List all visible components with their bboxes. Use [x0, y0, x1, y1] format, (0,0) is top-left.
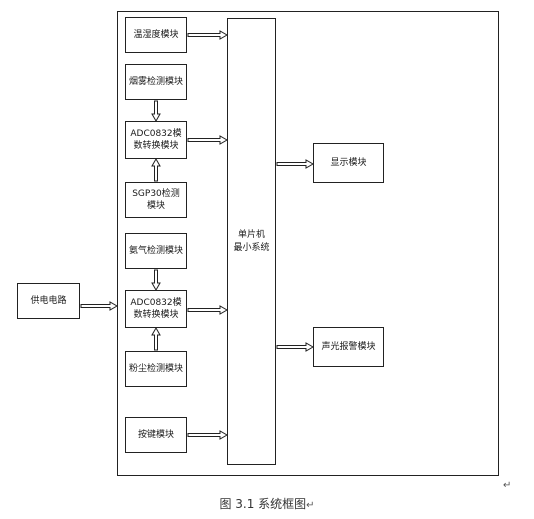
mcu-label: 单片机 最小系统	[233, 229, 270, 253]
keys-module: 按键模块	[125, 417, 187, 453]
dust-detect-label: 粉尘检测模块	[128, 364, 183, 374]
arrow-dust-to-adc2	[151, 326, 161, 351]
arrow-adc2-to-mcu	[187, 305, 229, 315]
dust-detect-module: 粉尘检测模块	[125, 351, 187, 387]
sgp30-label: SGP30检测模块	[132, 189, 180, 211]
system-frame	[117, 11, 499, 476]
sgp30-module: SGP30检测模块	[125, 182, 187, 218]
adc-module-2: ADC0832模数转换模块	[125, 290, 187, 328]
return-mark-1: ↵	[503, 480, 512, 491]
arrow-ammonia-to-adc2	[151, 269, 161, 292]
arrow-smoke-to-adc1	[151, 100, 161, 123]
arrow-mcu-to-alarm	[276, 342, 315, 352]
display-module: 显示模块	[313, 143, 384, 183]
return-mark-2: ↵	[306, 500, 315, 511]
figure-caption-text: 图 3.1 系统框图	[219, 497, 307, 511]
ammonia-detect-module: 氨气检测模块	[125, 233, 187, 269]
keys-label: 按键模块	[137, 430, 174, 440]
smoke-detect-module: 烟雾检测模块	[125, 64, 187, 100]
mcu-minimum-system: 单片机 最小系统	[227, 18, 276, 465]
alarm-module: 声光报警模块	[313, 327, 384, 367]
power-supply-label: 供电电路	[30, 296, 67, 306]
ammonia-detect-label: 氨气检测模块	[128, 246, 183, 256]
alarm-label: 声光报警模块	[321, 342, 376, 352]
smoke-detect-label: 烟雾检测模块	[128, 77, 183, 87]
figure-caption: 图 3.1 系统框图↵	[0, 495, 534, 512]
display-label: 显示模块	[330, 158, 367, 168]
arrow-mcu-to-display	[276, 159, 315, 169]
arrow-temp-to-mcu	[187, 30, 229, 40]
arrow-adc1-to-mcu	[187, 135, 229, 145]
power-supply-module: 供电电路	[17, 283, 80, 319]
arrow-sgp30-to-adc1	[151, 157, 161, 182]
adc-2-label: ADC0832模数转换模块	[130, 298, 182, 320]
temp-humidity-module: 温湿度模块	[125, 17, 187, 53]
temp-humidity-label: 温湿度模块	[133, 30, 179, 40]
arrow-power-to-system	[80, 301, 119, 311]
adc-1-label: ADC0832模数转换模块	[130, 129, 182, 151]
arrow-keys-to-mcu	[187, 430, 229, 440]
